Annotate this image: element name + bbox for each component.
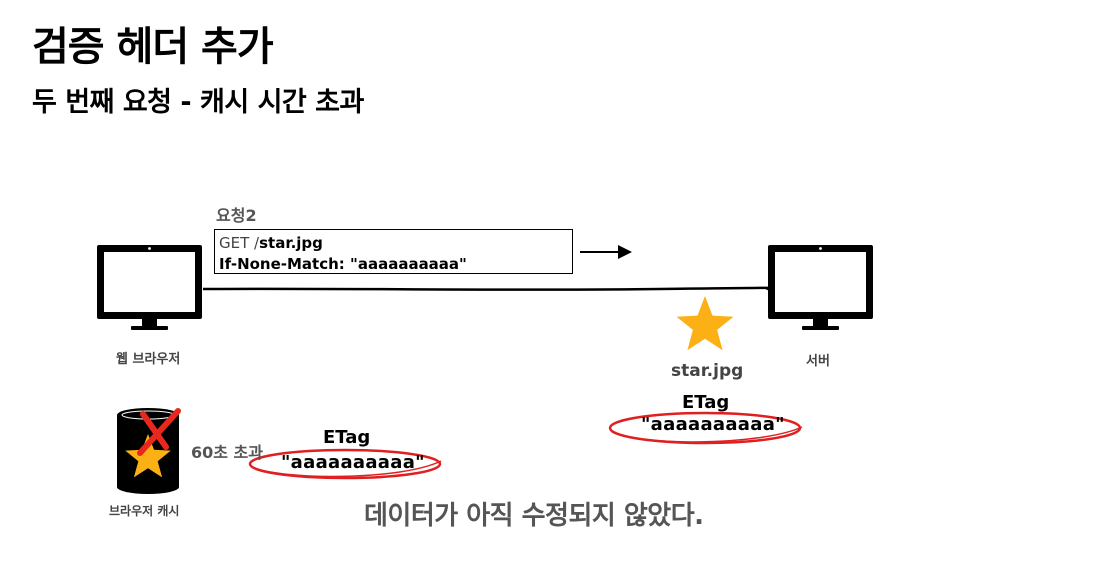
server-etag-title: ETag xyxy=(682,392,730,413)
server-etag-highlight xyxy=(608,411,803,445)
browser-monitor-icon xyxy=(97,245,202,330)
cache-timeout-text: 60초 초과 xyxy=(191,443,263,462)
server-etag-value: "aaaaaaaaaa" xyxy=(641,414,785,435)
server-monitor-icon xyxy=(768,245,873,330)
server-label: 서버 xyxy=(806,354,830,369)
conclusion-message: 데이터가 아직 수정되지 않았다. xyxy=(364,501,704,531)
connection-line xyxy=(202,286,774,291)
request-path: star.jpg xyxy=(259,234,323,252)
request-header: If-None-Match: "aaaaaaaaaa" xyxy=(219,255,467,273)
request-method: GET / xyxy=(219,234,260,252)
cache-star-icon xyxy=(125,434,171,478)
request-label: 요청2 xyxy=(216,206,257,225)
arrow-right-icon xyxy=(580,245,632,259)
request-box xyxy=(214,229,573,274)
cache-database-icon xyxy=(117,408,179,494)
cache-etag-value: "aaaaaaaaaa" xyxy=(281,452,425,473)
page-subtitle: 두 번째 요청 - 캐시 시간 초과 xyxy=(32,87,364,118)
server-file-name: star.jpg xyxy=(671,361,744,381)
cache-etag-highlight xyxy=(248,448,442,480)
browser-label: 웹 브라우저 xyxy=(116,352,181,367)
request-line: GET /star.jpg xyxy=(219,234,323,252)
page-title: 검증 헤더 추가 xyxy=(32,24,274,70)
expired-x-icon xyxy=(137,408,181,456)
server-star-icon xyxy=(676,296,734,351)
cache-etag-title: ETag xyxy=(323,427,371,448)
cache-label: 브라우저 캐시 xyxy=(109,504,180,518)
